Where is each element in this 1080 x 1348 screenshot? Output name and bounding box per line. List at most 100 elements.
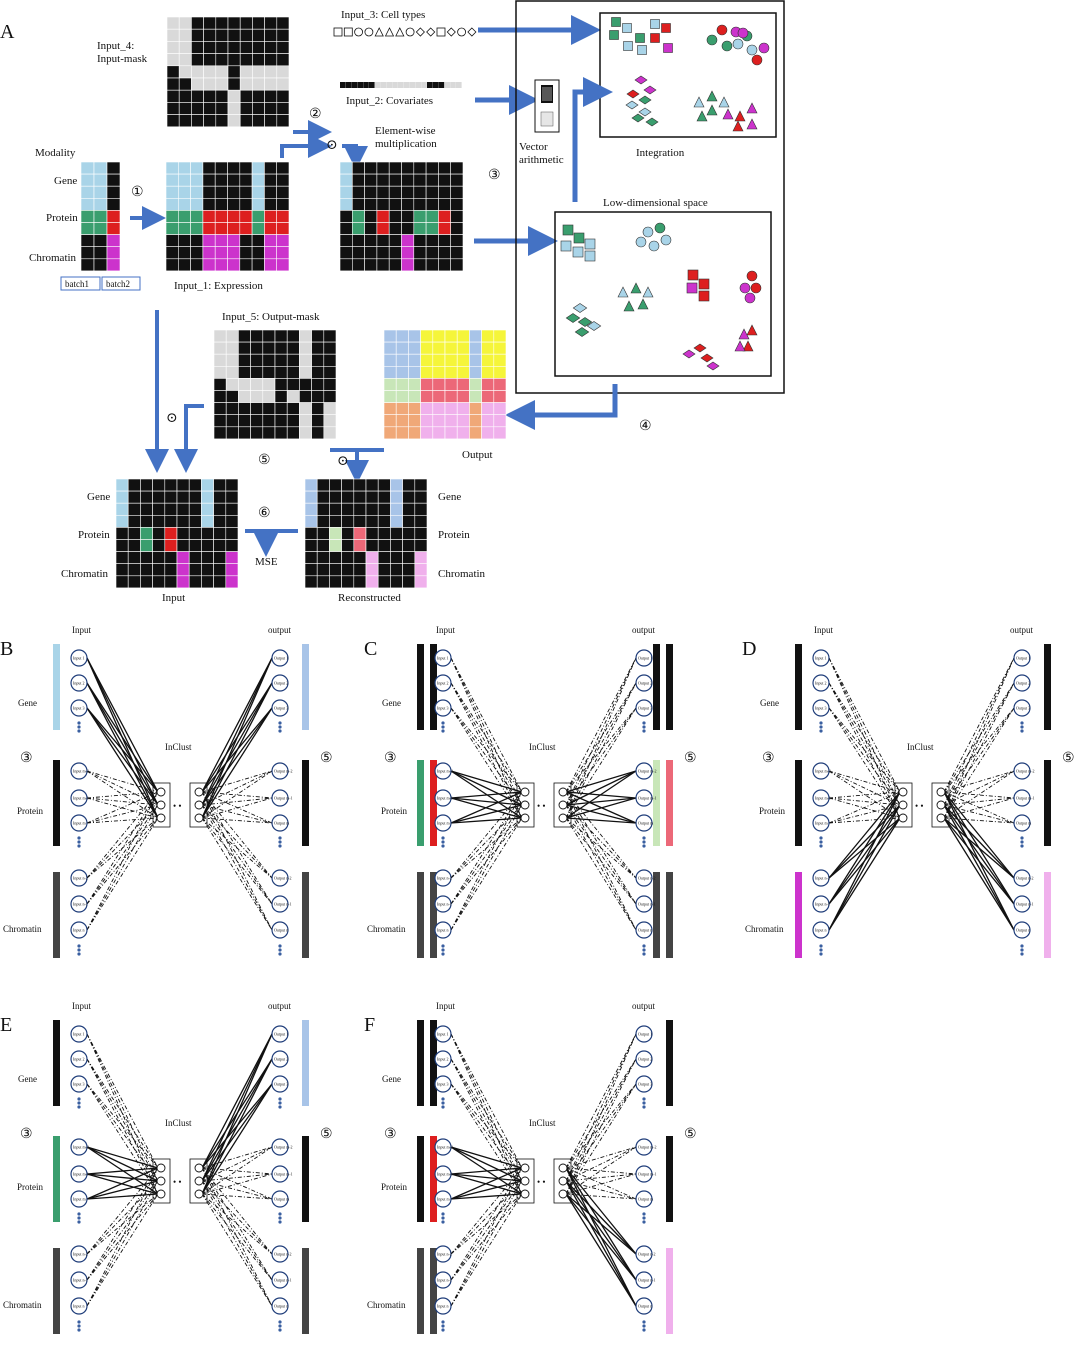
recbottom-cell bbox=[341, 551, 355, 564]
mask4-cell bbox=[166, 28, 180, 42]
cluster-circle bbox=[716, 24, 728, 36]
recbottom-cell bbox=[304, 527, 318, 540]
recbottom-cell bbox=[390, 563, 403, 577]
lowdim-box bbox=[554, 211, 772, 377]
expr1-cell bbox=[227, 198, 241, 211]
ellipsis-dot bbox=[819, 836, 823, 840]
shape-triangle bbox=[395, 27, 405, 37]
connection-dashed bbox=[565, 1193, 637, 1200]
masked-cell bbox=[401, 246, 415, 260]
output-node bbox=[271, 1025, 289, 1043]
net-protein-label: Protein bbox=[17, 806, 43, 816]
input-modality-bar bbox=[795, 644, 802, 730]
input-node bbox=[70, 1245, 88, 1263]
hidden-node bbox=[898, 813, 908, 823]
inbottom-cell bbox=[127, 551, 141, 564]
outgrid-cell bbox=[383, 353, 397, 367]
modgrid-cell bbox=[93, 222, 108, 235]
mask4-cell bbox=[166, 16, 180, 30]
connection-solid bbox=[201, 1083, 273, 1169]
inbottom-cell bbox=[176, 539, 190, 552]
output-node bbox=[1013, 674, 1031, 692]
connection-dashed bbox=[828, 791, 901, 799]
mask4-cell bbox=[239, 102, 253, 115]
cluster-circle bbox=[654, 222, 666, 234]
masked-cell bbox=[376, 173, 390, 187]
input-modality-bar bbox=[795, 872, 802, 958]
recbottom-cell bbox=[390, 478, 403, 492]
input-node-label: Input n-1 bbox=[437, 902, 452, 907]
outgrid-cell bbox=[408, 341, 421, 355]
mask4-cell bbox=[239, 41, 253, 54]
mask5-cell bbox=[238, 353, 251, 367]
connection-dashed bbox=[201, 1193, 273, 1200]
mask5-cell bbox=[250, 341, 264, 355]
recbottom-cell bbox=[402, 551, 416, 564]
expr1-cell bbox=[276, 258, 290, 272]
output-node bbox=[635, 699, 653, 717]
inbottom-cell bbox=[127, 539, 141, 552]
input-node bbox=[70, 1190, 88, 1208]
outgrid-cell bbox=[481, 365, 495, 379]
expr1-cell bbox=[165, 173, 179, 187]
input-node bbox=[434, 895, 452, 913]
input-node-label: Input 2 bbox=[73, 681, 84, 686]
hidden-node bbox=[194, 787, 204, 797]
mask4-cell bbox=[264, 65, 278, 79]
input-modality-bar bbox=[53, 760, 60, 846]
masked-cell bbox=[401, 185, 415, 199]
output-node-label: Output m-1 bbox=[274, 1172, 293, 1177]
connection-dashed bbox=[86, 1193, 159, 1307]
mask4-cell bbox=[191, 102, 204, 115]
modgrid-cell bbox=[80, 210, 95, 223]
output-modality-bar bbox=[302, 1136, 309, 1222]
input-node bbox=[812, 814, 830, 832]
outgrid-cell bbox=[420, 341, 434, 355]
mask5-cell bbox=[311, 329, 325, 343]
hidden-node bbox=[898, 800, 908, 810]
masked-cell bbox=[376, 234, 390, 248]
ellipsis-dot bbox=[642, 729, 646, 733]
inbottom-cell bbox=[115, 551, 129, 564]
masked-cell bbox=[425, 210, 439, 223]
mask4-cell bbox=[178, 41, 192, 54]
output-node bbox=[635, 789, 653, 807]
ellipsis-dot bbox=[77, 729, 81, 733]
connection-dashed bbox=[828, 791, 901, 824]
ellipsis-dot bbox=[77, 721, 81, 725]
output-node-label: Output m-1 bbox=[638, 1172, 657, 1177]
ellipsis-dot bbox=[278, 1216, 282, 1220]
masked-cell bbox=[401, 161, 415, 175]
mask5-cell bbox=[262, 402, 276, 416]
output-node bbox=[635, 674, 653, 692]
inbottom-cell bbox=[115, 527, 129, 540]
connection-dashed bbox=[86, 804, 159, 824]
output-node bbox=[271, 814, 289, 832]
expr1-cell bbox=[178, 210, 191, 223]
recbottom-cell bbox=[304, 478, 318, 492]
ellipsis-dot bbox=[819, 840, 823, 844]
mask5-cell bbox=[213, 426, 227, 440]
masked-cell bbox=[401, 234, 415, 248]
mask5-cell bbox=[299, 329, 312, 343]
connection-dashed bbox=[201, 817, 273, 824]
hidden-node bbox=[156, 800, 166, 810]
outgrid-cell bbox=[493, 365, 507, 379]
input-bottom-label: Input bbox=[162, 592, 185, 604]
connection-solid bbox=[565, 1180, 637, 1255]
inbottom-cell bbox=[127, 514, 141, 528]
expr1-cell bbox=[276, 246, 290, 260]
mask5-cell bbox=[213, 365, 227, 379]
cluster-circle bbox=[744, 292, 756, 304]
cluster-diamond bbox=[638, 107, 652, 117]
masked-cell bbox=[450, 161, 464, 175]
inbottom-cell bbox=[201, 502, 214, 516]
mask5-cell bbox=[299, 426, 312, 440]
gene-label-bottom: Gene bbox=[87, 491, 110, 503]
modgrid-cell bbox=[80, 161, 95, 175]
input-node bbox=[812, 895, 830, 913]
connection-solid bbox=[565, 791, 637, 799]
connection-solid bbox=[201, 707, 273, 793]
masked-cell bbox=[376, 258, 390, 272]
